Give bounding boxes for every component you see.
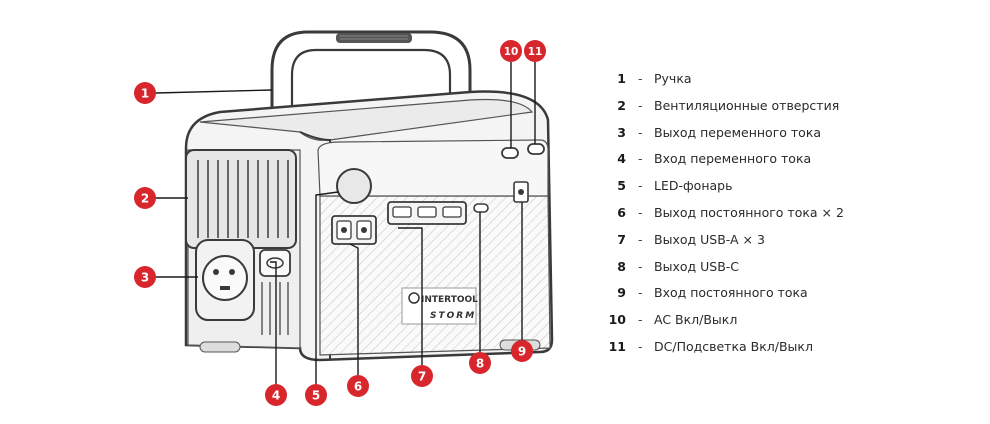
legend: 1 - Ручка 2 - Вентиляционные отверстия 3… (606, 66, 976, 361)
callout-badge: 1 (134, 82, 156, 104)
legend-number: 10 (608, 312, 626, 328)
legend-label: Выход переменного тока (654, 124, 822, 140)
callout-label: 9 (518, 345, 526, 359)
legend-label: Выход постоянного тока × 2 (654, 204, 844, 220)
legend-number: 4 (617, 151, 626, 167)
legend-separator: - (638, 231, 643, 247)
legend-separator: - (638, 71, 643, 86)
callout-label: 6 (354, 380, 362, 394)
callout-badge: 7 (411, 365, 433, 387)
led-lamp-drawing (336, 168, 372, 204)
legend-label: Вентиляционные отверстия (654, 97, 840, 113)
legend-number: 9 (617, 285, 626, 301)
legend-separator: - (638, 258, 643, 274)
usb-a-drawing (387, 201, 467, 225)
legend-separator: - (638, 312, 643, 328)
ac-button-drawing (501, 147, 519, 159)
callout-badges: 1 2 3 4 5 6 7 8 (134, 40, 546, 406)
legend-number: 11 (608, 338, 626, 354)
ac-outlet-drawing (195, 239, 255, 321)
legend-separator: - (638, 204, 643, 220)
brand-plate: INTERTOOL STORM (401, 287, 478, 325)
callout-badge: 10 (500, 40, 522, 62)
leader-lines (155, 62, 536, 384)
legend-separator: - (638, 97, 643, 113)
callout-label: 4 (272, 389, 280, 403)
callout-label: 8 (476, 357, 484, 371)
legend-separator: - (638, 124, 643, 140)
legend-label: Выход USB-A × 3 (654, 231, 765, 247)
legend-label: Вход переменного тока (654, 151, 812, 167)
callout-badge: 9 (511, 340, 533, 362)
legend-label: Ручка (654, 71, 692, 86)
legend-separator: - (638, 285, 643, 301)
legend-number: 7 (617, 231, 626, 247)
callout-label: 7 (418, 370, 426, 384)
legend-item: 7 - Выход USB-A × 3 (606, 227, 976, 254)
legend-label: DC/Подсветка Вкл/Выкл (654, 338, 813, 354)
callout-badge: 4 (265, 384, 287, 406)
ac-input-drawing (259, 249, 291, 335)
brand-logo-text: INTERTOOL (421, 295, 478, 305)
legend-label: Вход постоянного тока (654, 285, 808, 301)
legend-number: 8 (617, 258, 626, 274)
callout-label: 2 (141, 192, 149, 206)
dc-input-drawing (513, 181, 529, 203)
legend-item: 3 - Выход переменного тока (606, 120, 976, 147)
legend-item: 9 - Вход постоянного тока (606, 280, 976, 307)
legend-separator: - (638, 178, 643, 194)
vent-grille (185, 149, 297, 249)
callout-badge: 5 (305, 384, 327, 406)
callout-badge: 11 (524, 40, 546, 62)
legend-item: 11 - DC/Подсветка Вкл/Выкл (606, 334, 976, 361)
dc-output-drawing (331, 215, 377, 245)
legend-label: LED-фонарь (654, 178, 733, 194)
callout-label: 11 (528, 46, 543, 58)
legend-item: 8 - Выход USB-C (606, 254, 976, 281)
legend-separator: - (638, 338, 643, 354)
callout-label: 1 (141, 87, 149, 101)
handle-drawing (270, 30, 472, 132)
legend-label: Выход USB-C (654, 258, 740, 274)
power-station-drawing: INTERTOOL STORM (184, 30, 554, 362)
legend-item: 6 - Выход постоянного тока × 2 (606, 200, 976, 227)
legend-item: 4 - Вход переменного тока (606, 146, 976, 173)
dc-button-drawing (527, 143, 545, 155)
legend-number: 3 (617, 124, 626, 140)
legend-number: 6 (617, 204, 626, 220)
usb-c-drawing (473, 203, 489, 213)
legend-item: 1 - Ручка (606, 66, 976, 93)
callout-label: 3 (141, 271, 149, 285)
callout-badge: 6 (347, 375, 369, 397)
legend-item: 2 - Вентиляционные отверстия (606, 93, 976, 120)
legend-separator: - (638, 151, 643, 167)
callout-badge: 8 (469, 352, 491, 374)
legend-label: AC Вкл/Выкл (654, 312, 738, 328)
callout-badge: 3 (134, 266, 156, 288)
legend-number: 1 (617, 71, 626, 86)
callout-badge: 2 (134, 187, 156, 209)
callout-label: 10 (504, 46, 519, 58)
model-logo-text: STORM (430, 311, 476, 321)
legend-item: 10 - AC Вкл/Выкл (606, 307, 976, 334)
callout-label: 5 (312, 389, 320, 403)
legend-item: 5 - LED-фонарь (606, 173, 976, 200)
legend-number: 2 (617, 97, 626, 113)
legend-number: 5 (617, 178, 626, 194)
